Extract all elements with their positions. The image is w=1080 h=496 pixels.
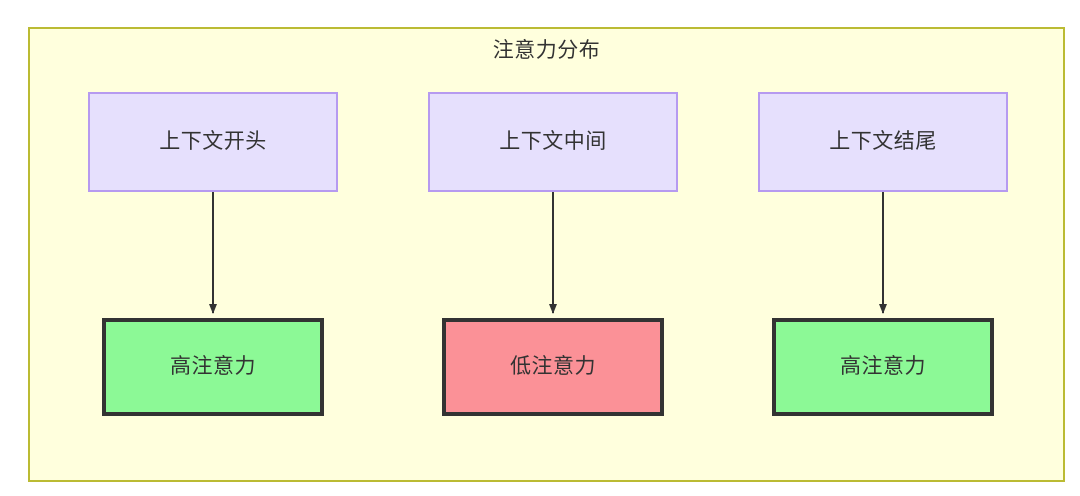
node-high-attention-begin[interactable]: 高注意力	[102, 318, 324, 416]
node-high-attention-end[interactable]: 高注意力	[772, 318, 994, 416]
node-context-end-label: 上下文结尾	[829, 130, 937, 154]
node-context-begin[interactable]: 上下文开头	[88, 92, 338, 192]
subgraph-title: 注意力分布	[492, 39, 601, 62]
node-context-middle[interactable]: 上下文中间	[428, 92, 678, 192]
node-high-attention-begin-label: 高注意力	[170, 355, 256, 379]
node-context-end[interactable]: 上下文结尾	[758, 92, 1008, 192]
node-context-middle-label: 上下文中间	[499, 130, 607, 154]
node-low-attention-middle[interactable]: 低注意力	[442, 318, 664, 416]
node-high-attention-end-label: 高注意力	[840, 355, 926, 379]
node-low-attention-middle-label: 低注意力	[510, 355, 596, 379]
node-context-begin-label: 上下文开头	[159, 130, 267, 154]
